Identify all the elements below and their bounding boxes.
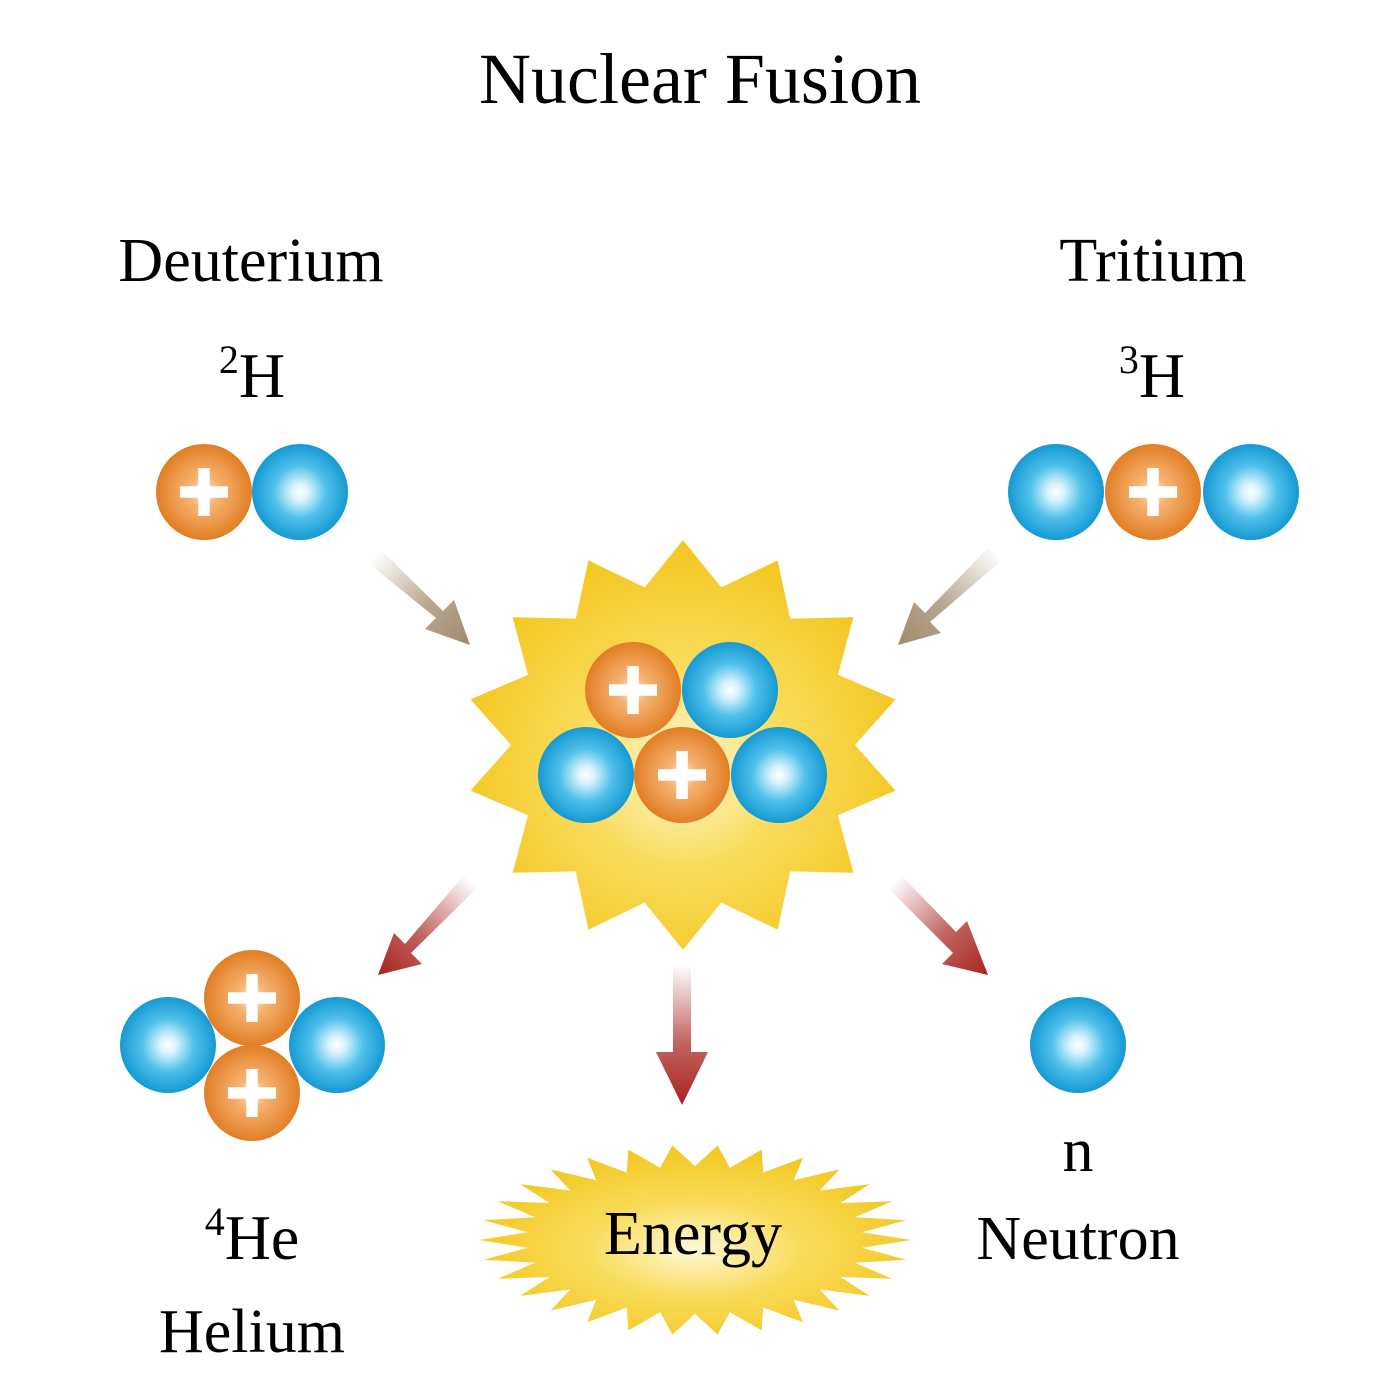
energy-burst (479, 1145, 911, 1335)
deuterium-symbol: 2H (219, 340, 285, 408)
tritium-mass-number: 3 (1118, 337, 1139, 382)
plus-icon (180, 468, 228, 516)
arrow-tritium-in (898, 548, 1001, 645)
arrow-helium-out (378, 874, 478, 975)
plus-icon (658, 751, 706, 799)
tritium-element: H (1138, 340, 1186, 411)
neutron-symbol: n (1062, 1117, 1094, 1185)
cluster-neutron-right (731, 727, 827, 823)
arrow-neutron-out (887, 874, 988, 975)
helium-symbol: 4He (205, 1202, 300, 1270)
tritium-name: Tritium (1059, 227, 1247, 295)
arrow-energy-out (656, 965, 708, 1105)
page-title: Nuclear Fusion (479, 39, 921, 119)
product-neutron (1030, 997, 1126, 1093)
plus-icon (609, 666, 657, 714)
tritium-symbol: 3H (1119, 340, 1185, 408)
deuterium-name: Deuterium (118, 227, 384, 295)
cluster-neutron-top (682, 642, 778, 738)
cluster-proton-bottom (634, 727, 730, 823)
arrow-deuterium-in (367, 549, 470, 645)
cluster-proton-top (585, 642, 681, 738)
plus-icon (228, 974, 276, 1022)
helium-element: He (224, 1202, 300, 1273)
deuterium-element: H (238, 340, 286, 411)
helium-neutron-left (120, 997, 216, 1093)
deuterium-mass-number: 2 (218, 337, 239, 382)
helium-proton-top (204, 950, 300, 1046)
plus-icon (228, 1069, 276, 1117)
energy-label: Energy (604, 1200, 782, 1268)
helium-mass-number: 4 (204, 1199, 225, 1244)
neutron-name: Neutron (976, 1205, 1180, 1273)
tritium-neutron-right (1203, 444, 1299, 540)
plus-icon (1129, 468, 1177, 516)
deuterium-proton (156, 444, 252, 540)
tritium-proton (1105, 444, 1201, 540)
helium-neutron-right (289, 997, 385, 1093)
helium-name: Helium (159, 1298, 345, 1366)
deuterium-neutron (252, 444, 348, 540)
cluster-neutron-left (538, 727, 634, 823)
helium-proton-bottom (204, 1045, 300, 1141)
tritium-neutron-left (1008, 444, 1104, 540)
